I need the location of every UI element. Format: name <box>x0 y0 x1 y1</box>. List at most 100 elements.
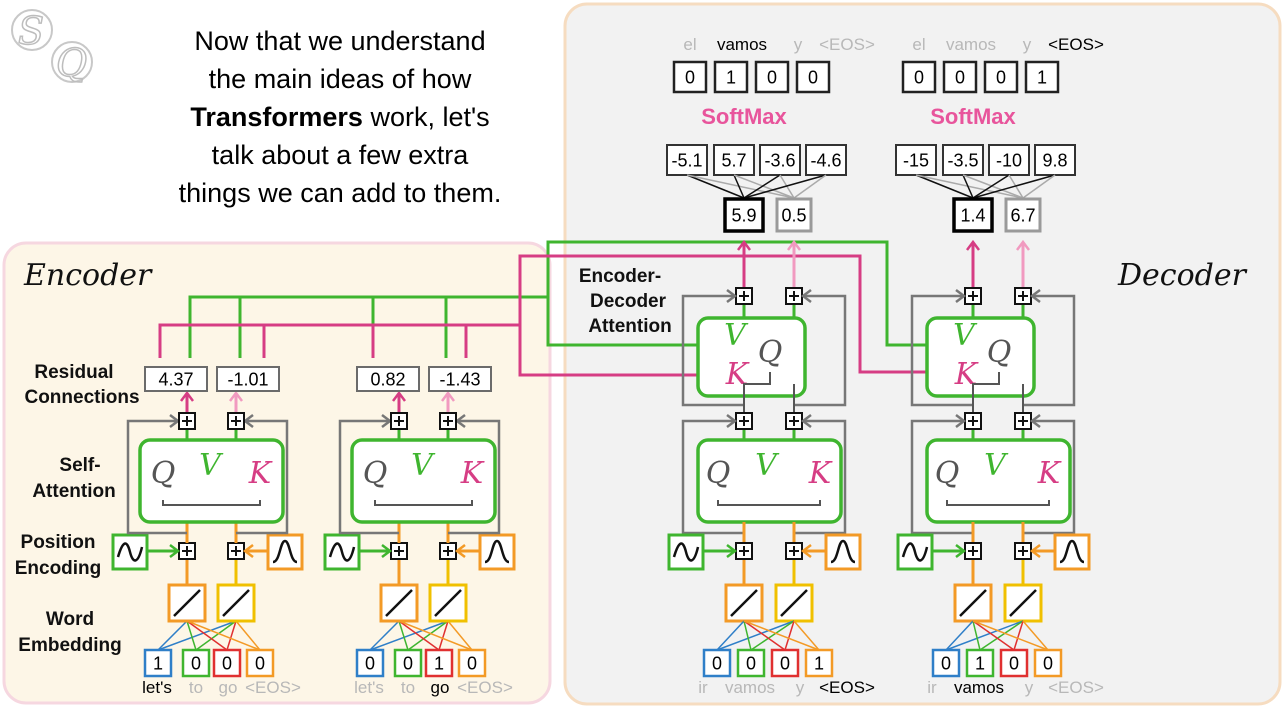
softmax-label: SoftMax <box>701 104 787 129</box>
decoder-value-box <box>1004 197 1042 233</box>
encoder-title: Encoder <box>23 258 153 293</box>
decoder-output-onehot-label: 1 <box>1037 67 1047 87</box>
arrow-right-icon <box>726 414 738 428</box>
encoder-output-label: -1.43 <box>439 369 480 389</box>
decoder-input-word: vamos <box>954 678 1004 697</box>
sine-wave-icon <box>328 542 356 562</box>
decoder-input-word: <EOS> <box>1048 678 1104 697</box>
connector <box>438 620 449 651</box>
decoder-input-word: y <box>796 678 805 697</box>
decoder-output-onehot-box <box>901 60 937 94</box>
connector <box>716 620 795 651</box>
query-icon: Q <box>363 456 388 491</box>
decoder-logit-box <box>895 144 937 176</box>
decoder-onehot-box <box>931 648 961 678</box>
key-icon: K <box>954 357 979 392</box>
plus-icon <box>739 546 749 556</box>
decoder-output-onehot-box <box>983 60 1019 94</box>
decoder-value-box <box>952 197 994 233</box>
value-icon: V <box>755 448 780 483</box>
connector <box>972 620 1015 651</box>
connector <box>398 620 473 651</box>
decoder-logit-label: -10 <box>996 150 1022 170</box>
intro-line-3-bold: Transformers <box>190 102 363 132</box>
connector <box>369 620 400 651</box>
arrow-up-icon <box>1016 239 1030 251</box>
decoder-value-label: 6.7 <box>1010 205 1035 225</box>
eda-label-3: Attention <box>588 316 671 337</box>
arrow-left-icon <box>454 544 466 558</box>
connector <box>717 500 821 506</box>
decoder-logit-label: 5.7 <box>721 150 746 170</box>
plus-icon <box>789 291 799 301</box>
decoder-output-word: vamos <box>717 35 767 54</box>
connector <box>972 372 1000 420</box>
plus-icon <box>182 546 192 556</box>
decoder-value-label: 0.5 <box>781 205 806 225</box>
value-icon: V <box>199 448 224 483</box>
decoder-onehot-box <box>702 648 732 678</box>
decoder-output-word: el <box>912 35 925 54</box>
connector <box>186 620 261 651</box>
decoder-output-word: el <box>683 35 696 54</box>
connector <box>962 174 1024 199</box>
decoder-onehot-label: 0 <box>1009 653 1019 673</box>
decoder-onehot-label: 0 <box>712 653 722 673</box>
connector <box>369 620 449 651</box>
connector <box>686 174 745 199</box>
bell-curve-icon <box>484 539 510 564</box>
decoder-logit-label: -15 <box>903 150 929 170</box>
plus-icon <box>443 546 453 556</box>
encoder-onehot-label: 1 <box>434 653 444 673</box>
arrow-left-icon <box>800 289 812 303</box>
connector <box>681 419 744 535</box>
connector <box>945 620 974 651</box>
label-self-2: Attention <box>32 481 115 502</box>
decoder-onehot-label: 0 <box>780 653 790 673</box>
connector <box>1023 419 1076 535</box>
label-self-1: Self- <box>59 455 100 476</box>
encoder-onehot-label: 0 <box>467 653 477 673</box>
encoder-output-box <box>356 366 420 392</box>
arrow-left-icon <box>1029 289 1041 303</box>
decoder-onehot-label: 0 <box>746 653 756 673</box>
connector <box>793 620 820 651</box>
attention-box <box>138 438 285 524</box>
arrow-up-icon <box>180 390 194 402</box>
key-icon: K <box>1037 456 1062 491</box>
connector <box>236 419 289 535</box>
label-residual-2: Connections <box>24 387 139 408</box>
decoder-panel <box>563 2 1282 706</box>
eda-label-1: Encoder- <box>579 266 661 287</box>
connector <box>126 419 187 535</box>
connector <box>910 419 973 535</box>
encoder-output-box <box>144 366 208 392</box>
bell-curve-icon <box>272 539 298 564</box>
connector <box>743 174 827 199</box>
attention-box <box>696 438 843 524</box>
cross-connections <box>158 240 930 377</box>
decoder-output-onehot-label: 0 <box>808 67 818 87</box>
decoder-value-label: 5.9 <box>731 205 756 225</box>
connector <box>1023 294 1076 407</box>
plus-icon <box>231 546 241 556</box>
attention-box <box>696 316 807 398</box>
sine-wave-icon <box>901 542 929 562</box>
decoder-title: Decoder <box>1117 258 1248 293</box>
connector <box>186 620 197 651</box>
arrow-right-icon <box>955 289 967 303</box>
arrow-left-icon <box>242 544 254 558</box>
connector <box>157 620 237 651</box>
arrow-up-icon <box>441 390 455 402</box>
connector <box>972 174 1010 199</box>
intro-line-5: things we can add to them. <box>179 178 502 208</box>
connector <box>1013 620 1024 651</box>
intro-line-1: Now that we understand <box>194 26 485 56</box>
decoder-logit-label: -3.5 <box>947 150 978 170</box>
connector <box>1022 174 1056 199</box>
decoder-input-word: vamos <box>725 678 775 697</box>
connector <box>447 620 473 651</box>
decoder-value-box <box>775 197 813 233</box>
plus-icon <box>1018 546 1028 556</box>
